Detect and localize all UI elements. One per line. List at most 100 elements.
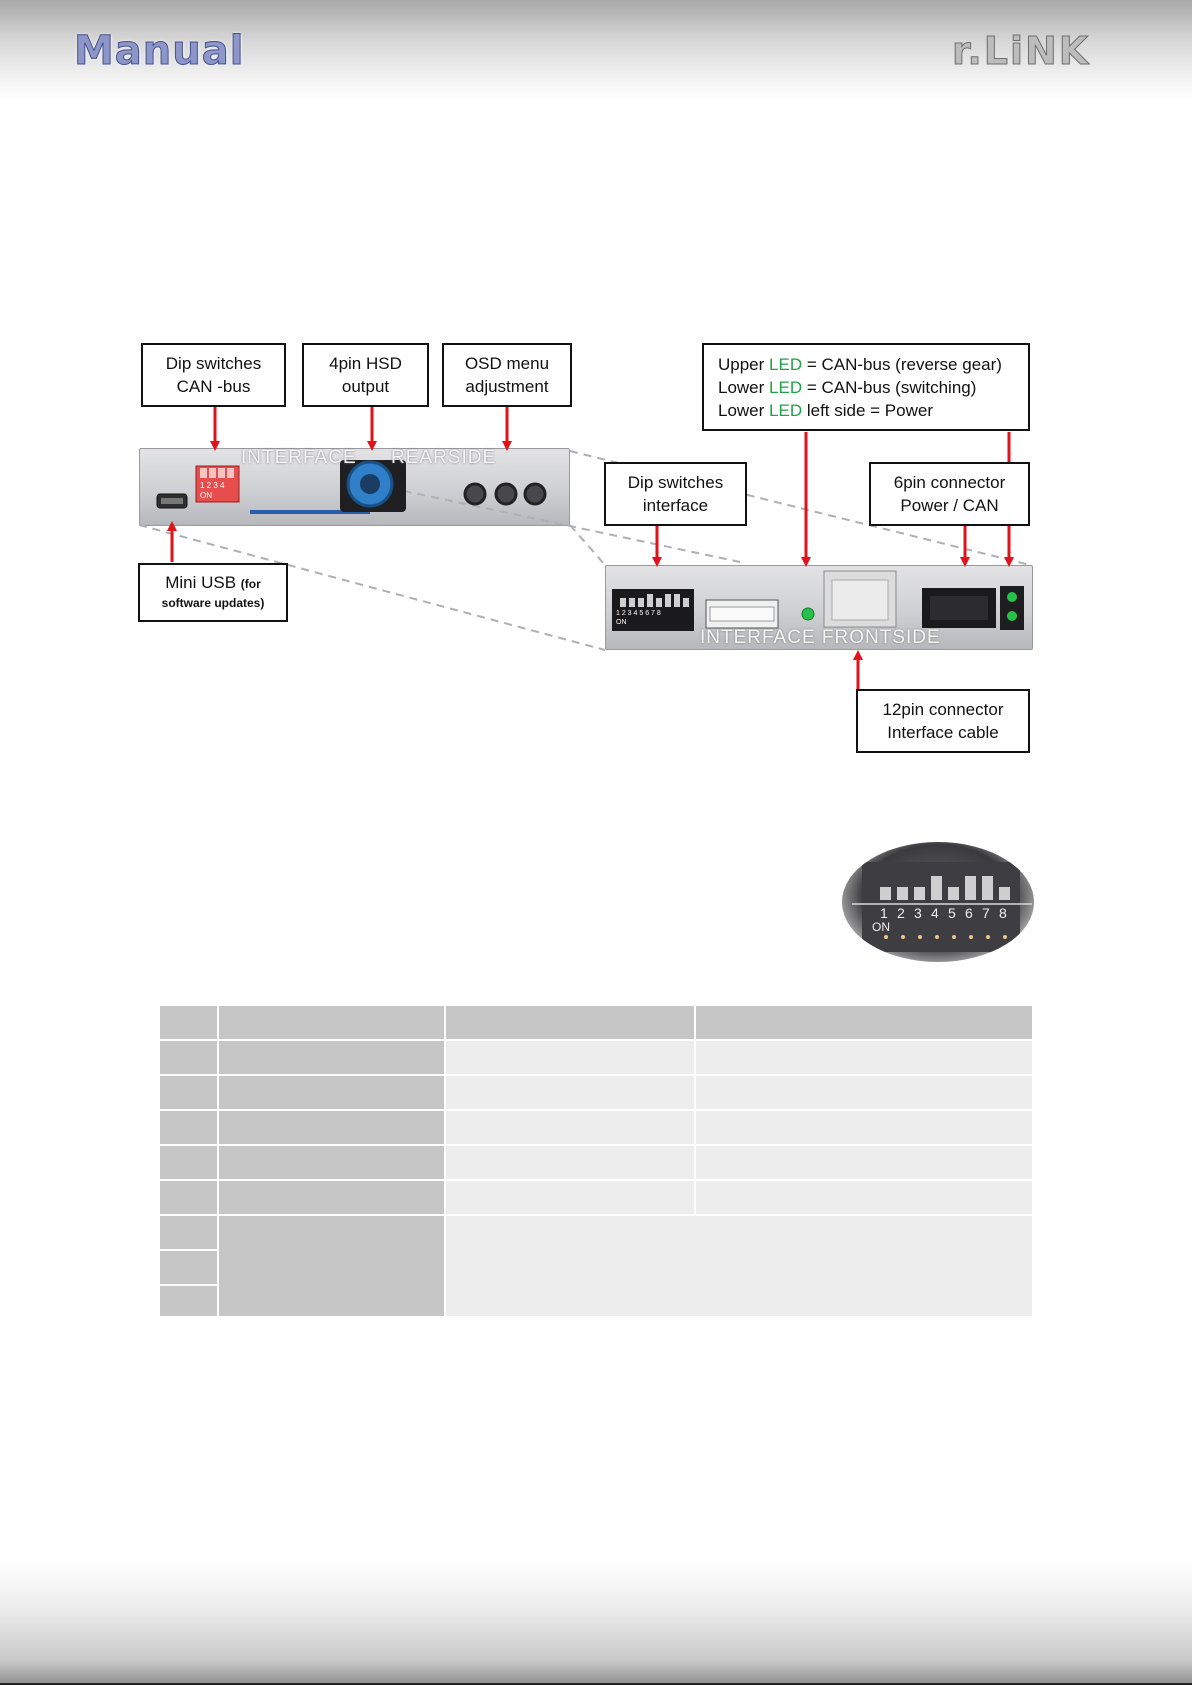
table-cell: [696, 1111, 1032, 1144]
callout-dip-interface-line2: interface: [642, 496, 709, 515]
zoom-switch-lever: [880, 887, 891, 900]
interface-diagram: INTERFACE REARSIDE 1 2 3 4 ON INTERFACE …: [0, 0, 1192, 780]
rear-dip-numbers: 1 2 3 4: [200, 481, 225, 490]
table-cell: [219, 1111, 444, 1144]
front-dip-on: ON: [616, 619, 627, 626]
table-cell: [446, 1041, 694, 1074]
table-header-cell: [219, 1006, 444, 1039]
rear-device-details: [156, 460, 547, 514]
manual-logo: Manual: [73, 28, 245, 75]
callout-hsd-line2: output: [341, 377, 390, 396]
led-center: [801, 607, 815, 621]
callout-led-line2: Lower LED = CAN-bus (switching): [718, 377, 977, 397]
table-cell: [446, 1146, 694, 1179]
table-header-row: [160, 1006, 1032, 1039]
table-row: [160, 1181, 1032, 1214]
callout-six-pin-line2: Power / CAN: [900, 496, 999, 515]
zoom-switch-lever: [914, 887, 925, 900]
callout-led: Upper LED = CAN-bus (reverse gear) Lower…: [702, 343, 1030, 431]
led-upper: [1007, 592, 1017, 602]
zoom-switches: [880, 876, 1010, 900]
zoom-number-4: 4: [931, 905, 939, 921]
callout-hsd-line1: 4pin HSD: [329, 354, 402, 373]
osd-button-2: [494, 482, 518, 506]
front-device-details: [612, 570, 1024, 631]
perspective-lines: [138, 450, 1031, 651]
rlink-logo: r.LiNK: [951, 29, 1091, 74]
footer-line: [0, 1683, 1192, 1685]
zoom-switch-lever: [931, 876, 942, 900]
callout-osd-line2: adjustment: [465, 377, 549, 396]
table-row: [160, 1041, 1032, 1074]
zoom-number-3: 3: [914, 905, 922, 921]
callout-osd-line1: OSD menu: [464, 354, 550, 373]
zoom-switch-lever: [948, 887, 959, 900]
osd-button-3: [523, 482, 547, 506]
callout-dip-can: Dip switches CAN -bus: [141, 343, 286, 407]
table-merged-value-cell: [446, 1216, 1032, 1316]
zoom-on-label: ON: [872, 920, 890, 934]
table-cell: [696, 1181, 1032, 1214]
table-cell: [160, 1251, 217, 1284]
callout-osd: OSD menu adjustment: [442, 343, 572, 407]
osd-button-1: [463, 482, 487, 506]
callout-mini-usb-line2: software updates): [161, 595, 265, 610]
zoom-switch-lever: [897, 887, 908, 900]
zoom-number-6: 6: [965, 905, 973, 921]
front-label: INTERFACE FRONTSIDE: [700, 627, 941, 648]
table-cell: [160, 1286, 217, 1316]
table-cell: [160, 1216, 217, 1249]
dip-switch-zoom-photo: 1 2 3 4 5 6 7 8 ON: [842, 842, 1034, 962]
led-word: LED: [769, 377, 803, 397]
zoom-switch-lever: [965, 876, 976, 900]
front-dip-numbers: 1 2 3 4 5 6 7 8: [616, 610, 661, 617]
zoom-contacts: [884, 935, 1007, 939]
callout-hsd: 4pin HSD output: [302, 343, 429, 407]
rear-label-rearside: REARSIDE: [391, 447, 497, 468]
table-cell: [160, 1041, 217, 1074]
zoom-number-5: 5: [948, 905, 956, 921]
table-cell: [446, 1076, 694, 1109]
callout-six-pin-line1: 6pin connector: [893, 473, 1006, 492]
zoom-numbers: 1 2 3 4 5 6 7 8: [880, 905, 1010, 921]
header-band: [0, 0, 1192, 100]
callout-twelve-pin: 12pin connector Interface cable: [856, 689, 1030, 753]
table-cell: [219, 1146, 444, 1179]
table-cell: [160, 1111, 217, 1144]
callout-mini-usb-line1: Mini USB (for: [165, 572, 261, 592]
zoom-switch-lever: [999, 887, 1010, 900]
diagram-graphics: [138, 406, 1031, 690]
led-lower: [1007, 611, 1017, 621]
callout-dip-can-line1: Dip switches: [165, 354, 262, 373]
zoom-number-8: 8: [999, 905, 1007, 921]
table-cell: [696, 1146, 1032, 1179]
table-cell: [446, 1181, 694, 1214]
table-header-cell: [446, 1006, 694, 1039]
zoom-number-2: 2: [897, 905, 905, 921]
table-merged-name-cell: [219, 1216, 444, 1316]
table-cell: [160, 1076, 217, 1109]
table-cell: [219, 1181, 444, 1214]
led-word: LED: [769, 354, 803, 374]
zoom-number-1: 1: [880, 905, 888, 921]
footer-band: [0, 1560, 1192, 1685]
dip-switch-zoom-graphic: [852, 862, 1032, 952]
table-cell: [219, 1076, 444, 1109]
table-row: [160, 1146, 1032, 1179]
callout-twelve-pin-line1: 12pin connector: [882, 700, 1004, 719]
callout-dip-can-line2: CAN -bus: [176, 377, 251, 396]
table-row: [160, 1111, 1032, 1144]
zoom-number-7: 7: [982, 905, 990, 921]
led-word: LED: [769, 400, 803, 420]
rear-dip-on: ON: [200, 491, 212, 500]
callout-dip-interface-line1: Dip switches: [627, 473, 724, 492]
table-cell: [160, 1181, 217, 1214]
table-cell: [160, 1146, 217, 1179]
table-cell: [696, 1041, 1032, 1074]
table-header-cell: [160, 1006, 217, 1039]
table-header-cell: [696, 1006, 1032, 1039]
table-cell: [219, 1041, 444, 1074]
callout-dip-interface: Dip switches interface: [604, 462, 747, 526]
table-row: [160, 1076, 1032, 1109]
table-cell: [696, 1076, 1032, 1109]
